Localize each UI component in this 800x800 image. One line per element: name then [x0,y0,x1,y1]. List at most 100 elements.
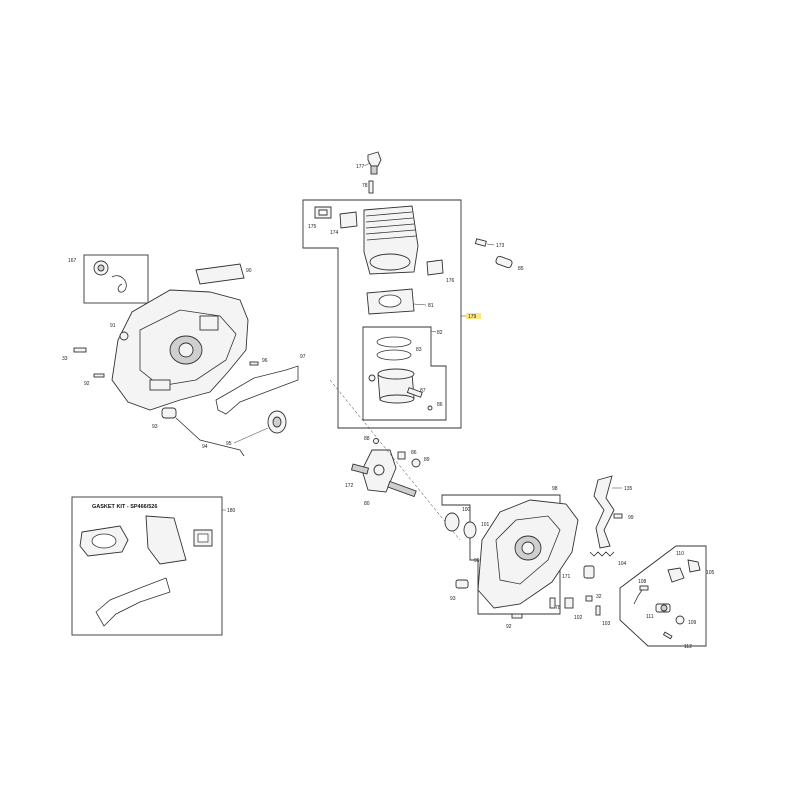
callout-78-bottom: 78 [555,605,561,611]
callout-102: 102 [574,615,583,621]
callout-80: 80 [364,501,370,507]
piston-icon [368,368,415,404]
spark-plug-icon [367,151,382,175]
piston-pin-icon [406,387,423,398]
callout-172: 172 [345,483,354,489]
decomp-valve-icon [474,238,487,247]
chain-catcher-icon [593,475,615,549]
crankcase-right-icon [477,499,579,609]
gasket-kit-title: GASKET KIT - SP466/526 [92,504,157,510]
callout-171: 171 [562,574,571,580]
crankcase-left-icon [111,289,249,411]
callout-101: 101 [481,522,490,528]
highlight-179 [466,313,481,319]
bolt-icon-78 [549,597,556,609]
callout-98: 98 [552,486,558,492]
pin-icon [249,361,259,366]
callout-109: 109 [688,620,697,626]
bolt-icon [73,347,87,353]
gasket-kit-box [71,496,223,636]
screw-head-icon [639,585,649,591]
callout-180: 180 [227,508,236,514]
callout-89: 89 [424,457,430,463]
callout-108: 108 [638,579,647,585]
pin-icon-102 [564,597,574,609]
callout-100: 100 [462,507,471,513]
cylinder-kit-box [302,199,462,429]
needle-bearing-icon [373,438,379,444]
callout-92: 92 [84,381,90,387]
callout-99: 99 [474,558,480,564]
sleeve-icon [495,255,513,269]
screw-icon-99 [613,513,623,519]
callout-135: 135 [624,486,633,492]
oil-pump-icon [93,260,127,293]
callout-176: 176 [446,278,455,284]
intake-gasket-icon [339,211,358,229]
piston-ring-icon [376,336,412,348]
callout-93-right: 93 [450,596,456,602]
callout-90: 90 [246,268,252,274]
oiler-group: 110 105 108 111 109 112 [619,545,715,650]
spring-clip-icon [662,631,673,640]
gasket-kit-group: GASKET KIT - SP466/526 180 [71,496,236,636]
callout-103: 103 [602,621,611,627]
callout-167: 167 [68,258,77,264]
crankshaft-icon [350,449,417,498]
callout-91: 91 [110,323,116,329]
callout-173: 173 [496,243,505,249]
callout-94: 94 [202,444,208,450]
main-bearing-icon [463,521,477,539]
cylinder-icon [363,205,419,275]
callout-86-top: 86 [437,402,443,408]
callout-97: 97 [300,354,306,360]
bearing-cage-icon [397,451,406,460]
piston-kit-box [362,326,447,421]
callout-83: 83 [416,347,422,353]
washer-icon [411,458,421,468]
bolt-icon-bottom [511,613,523,619]
callout-32: 32 [596,594,602,600]
right-crankcase-group: 98 100 101 99 93 92 78 171 102 32 103 13… [441,475,634,630]
callout-110: 110 [676,551,684,557]
callout-104: 104 [618,561,627,567]
callout-105: 105 [706,570,715,576]
nut-icon [585,595,593,602]
cylinder-group: 177 78 179 175 174 173 176 [302,151,524,429]
callout-175: 175 [308,224,317,230]
seal-icon [119,331,129,341]
callout-174: 174 [330,230,339,236]
cover-plate-icon [667,567,685,583]
kit-plate-gasket-icon [145,515,187,565]
callout-78-top: 78 [362,183,368,189]
seal-ring-icon [675,615,685,625]
callout-96: 96 [262,358,268,364]
callout-112: 112 [684,644,692,650]
circlip-icon [427,405,433,411]
callout-111: 111 [646,614,654,620]
crankshaft-group: 88 86 89 172 80 [329,379,461,541]
callout-87: 87 [420,388,426,394]
flange-gasket-icon [426,259,444,276]
callout-99-right: 99 [628,515,634,521]
oil-seal-icon [444,512,460,532]
callout-92-right: 92 [506,624,512,630]
spring-icon [589,551,615,557]
screw-icon [368,180,374,194]
left-crankcase-group: 167 90 91 33 92 96 97 93 [62,254,306,457]
oil-line-icon [175,417,245,457]
bush-icon-right [455,579,469,589]
oiler-outline [619,545,707,647]
oil-pump-box [83,254,149,304]
callout-88: 88 [364,436,370,442]
clip-icon [687,559,701,573]
case-gasket-icon [215,365,299,415]
callout-33: 33 [62,356,68,362]
bolt-icon-2 [93,373,105,378]
crankcase-gasket-icon [195,263,245,285]
exhaust-gasket-icon [314,206,332,219]
callout-179: 179 [468,314,477,320]
callout-82: 82 [437,330,443,336]
damper-icon [583,565,595,579]
